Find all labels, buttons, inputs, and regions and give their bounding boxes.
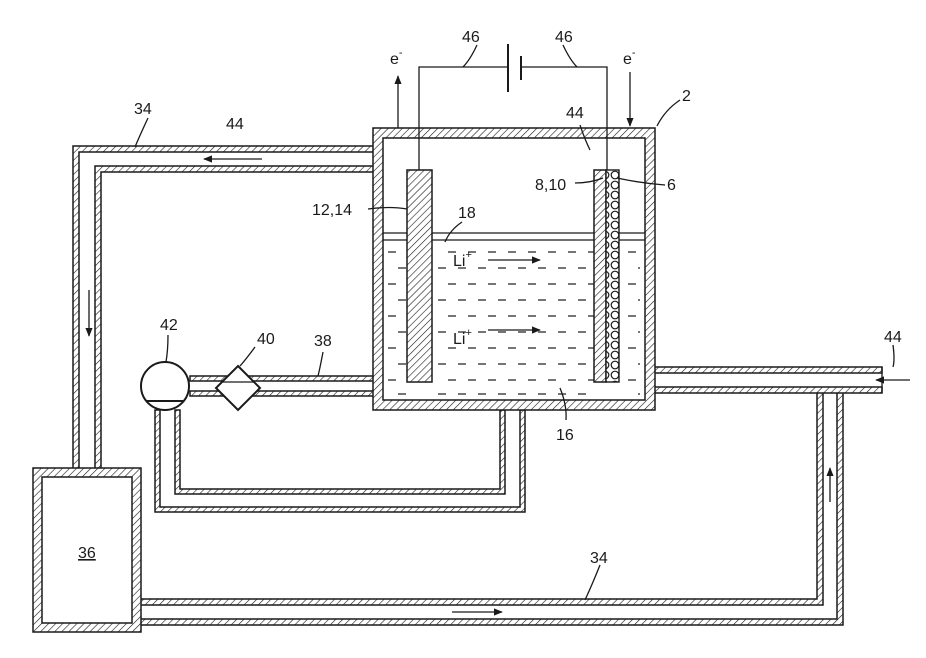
- label-pipe-34-bottom: 34: [590, 550, 608, 567]
- label-surface-18: 18: [458, 205, 476, 222]
- label-line-38: 38: [314, 333, 332, 350]
- drain-loop: [155, 410, 525, 512]
- label-cell-2: 2: [682, 88, 691, 105]
- electron-left-label: e-: [390, 47, 403, 68]
- label-tank-36: 36: [78, 545, 96, 562]
- inlet-pipe: [650, 367, 882, 393]
- pump-symbol: [141, 362, 189, 410]
- filter-symbol: [216, 366, 260, 410]
- label-cathode-8-10: 8,10: [535, 177, 566, 194]
- label-46-right: 46: [555, 29, 573, 46]
- label-pipe-34-top: 34: [134, 101, 152, 118]
- electron-right-label: e-: [623, 47, 636, 68]
- label-flow-44-top: 44: [226, 116, 244, 133]
- pipe-return-top: [73, 146, 375, 470]
- label-inlet-44: 44: [884, 329, 902, 346]
- cathode-bead-layer: [606, 170, 619, 382]
- label-pump-42: 42: [160, 317, 178, 334]
- label-46-left: 46: [462, 29, 480, 46]
- ion-label-top: Li+: [453, 249, 472, 270]
- ion-label-bottom: Li+: [453, 327, 472, 348]
- label-anode-12-14: 12,14: [312, 202, 352, 219]
- label-filter-40: 40: [257, 331, 275, 348]
- label-gas-space-44: 44: [566, 105, 584, 122]
- anode-plate: [407, 170, 432, 382]
- label-cathode-6: 6: [667, 177, 676, 194]
- cathode-substrate: [594, 170, 606, 382]
- label-electrolyte-16: 16: [556, 427, 574, 444]
